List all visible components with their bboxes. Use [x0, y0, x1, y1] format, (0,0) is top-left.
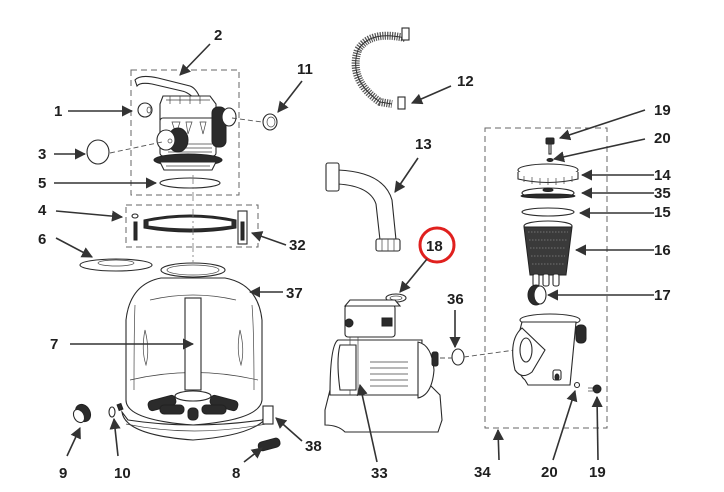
label-36: 36 [447, 291, 464, 308]
part-20-o-ring-bottom [573, 381, 581, 389]
label-4: 4 [38, 202, 47, 219]
part-33-pump-motor [324, 299, 443, 433]
label-6: 6 [38, 231, 46, 248]
tank-base [121, 409, 271, 441]
elbow-nut-top [325, 162, 340, 192]
part-20-o-ring-top [546, 158, 554, 162]
power-switch [381, 317, 393, 327]
gauge-port [156, 129, 176, 151]
part-35-cover [520, 187, 576, 199]
part-labels: 1 2 3 5 4 6 7 8 9 10 11 12 13 14 15 16 1… [38, 27, 671, 482]
part-15-o-ring [521, 207, 575, 217]
part-14-lid-ring [517, 163, 579, 185]
part-17-nut [527, 284, 547, 306]
strainer-housing [512, 313, 587, 386]
highlight-circle-18 [418, 226, 456, 264]
label-19-bottom: 19 [589, 464, 606, 481]
part-1-plug [137, 102, 153, 118]
label-3: 3 [38, 146, 46, 163]
label-7: 7 [50, 336, 58, 353]
label-18: 18 [426, 238, 443, 255]
label-8: 8 [232, 465, 240, 482]
hose-end-top [401, 27, 410, 41]
label-34: 34 [474, 464, 491, 481]
label-10: 10 [114, 465, 131, 482]
label-20-top: 20 [654, 130, 671, 147]
part-36-o-ring [451, 348, 465, 366]
multiport-valve-group [86, 69, 278, 196]
clamp-group [125, 204, 259, 248]
part-13-elbow [325, 162, 401, 252]
label-19-top: 19 [654, 102, 671, 119]
valve-top-cap [159, 95, 217, 121]
part-10-o-ring [108, 406, 116, 418]
part-16-basket [523, 220, 573, 287]
part-38-latch [262, 405, 274, 425]
clamp-assembly-box [125, 204, 259, 248]
label-9: 9 [59, 465, 67, 482]
part-12-hose [351, 27, 410, 110]
part-9-drain-cap [72, 403, 92, 424]
strainer-assembly-box [484, 127, 608, 429]
label-33: 33 [371, 465, 388, 482]
label-17: 17 [654, 287, 671, 304]
leader-lines [54, 43, 654, 463]
hose-end-bottom [397, 96, 406, 110]
label-1: 1 [54, 103, 62, 120]
part-5-o-ring [159, 177, 221, 189]
label-16: 16 [654, 242, 671, 259]
label-32: 32 [289, 237, 306, 254]
label-2: 2 [214, 27, 222, 44]
label-12: 12 [457, 73, 474, 90]
label-20-bottom: 20 [541, 464, 558, 481]
part-19-air-valve-top [545, 137, 555, 155]
label-14: 14 [654, 167, 671, 184]
filter-tank-drawing [72, 262, 281, 452]
label-38: 38 [305, 438, 322, 455]
label-4-5: 5 [38, 175, 46, 192]
label-13: 13 [415, 136, 432, 153]
part-4-bolt [133, 221, 138, 241]
label-15: 15 [654, 204, 671, 221]
label-35: 35 [654, 185, 671, 202]
part-3-gauge-cap [86, 139, 110, 165]
tank-neck [160, 262, 226, 278]
label-11: 11 [297, 61, 313, 78]
label-37: 37 [286, 285, 303, 302]
laterals [147, 394, 239, 421]
part-6-sand-cover [79, 258, 153, 272]
part-19-air-valve-bottom [588, 384, 602, 394]
